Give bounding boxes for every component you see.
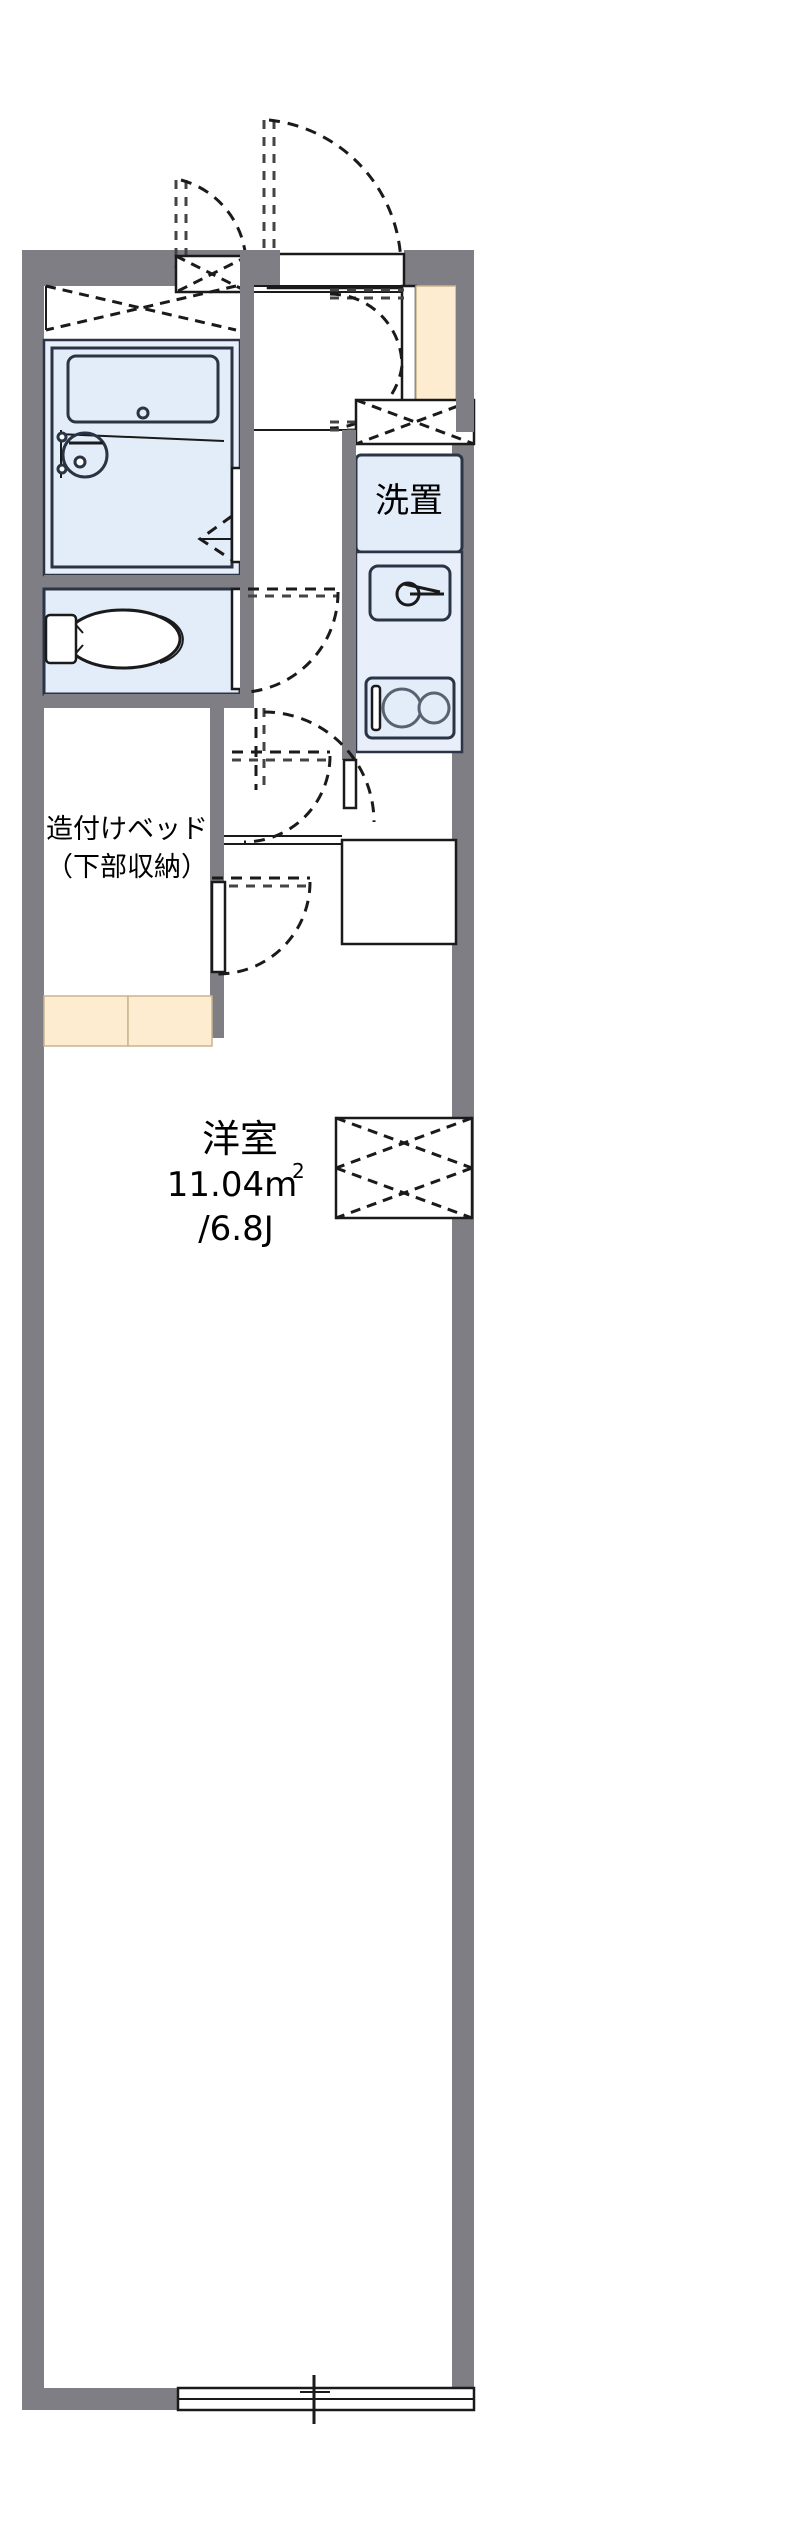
vanity-sink	[56, 430, 109, 479]
two-burner-stove	[364, 676, 456, 740]
main-room: 洋室 11.04m 2 /6.8J	[167, 1117, 305, 1249]
main-room-area-superscript: 2	[292, 1159, 305, 1183]
main-room-closet	[334, 1116, 474, 1220]
bathtub	[66, 354, 220, 424]
toilet	[44, 608, 184, 670]
kitchen-faucet	[395, 581, 444, 607]
bed-label-line2: （下部収納）	[46, 852, 208, 883]
balcony-window	[176, 2375, 476, 2424]
washer-space: 洗置	[354, 453, 464, 554]
unit-bath-room	[42, 284, 247, 577]
kitchen-sink	[368, 564, 452, 622]
bath-door	[254, 708, 376, 823]
room-door	[232, 750, 332, 844]
main-room-jo: /6.8J	[198, 1209, 274, 1249]
kitchen-door	[212, 876, 312, 976]
entry-step	[43, 995, 213, 1047]
entrance-transom	[174, 254, 250, 294]
corridor-door-right	[262, 118, 403, 269]
kitchen: 洗置	[354, 453, 464, 754]
entrance-header	[266, 252, 406, 290]
main-room-area: 11.04m	[167, 1165, 297, 1205]
toilet-door	[247, 587, 340, 694]
shoe-closet	[354, 398, 476, 446]
main-room-name: 洋室	[202, 1117, 278, 1161]
bed-label-line1: 造付けベッド	[46, 814, 208, 845]
washer-space-label: 洗置	[375, 481, 443, 521]
hall-closet	[340, 838, 458, 946]
upper-closet-bath	[45, 284, 237, 332]
built-in-bed: 造付けベッド （下部収納）	[44, 708, 224, 1038]
toilet-room	[42, 587, 247, 696]
